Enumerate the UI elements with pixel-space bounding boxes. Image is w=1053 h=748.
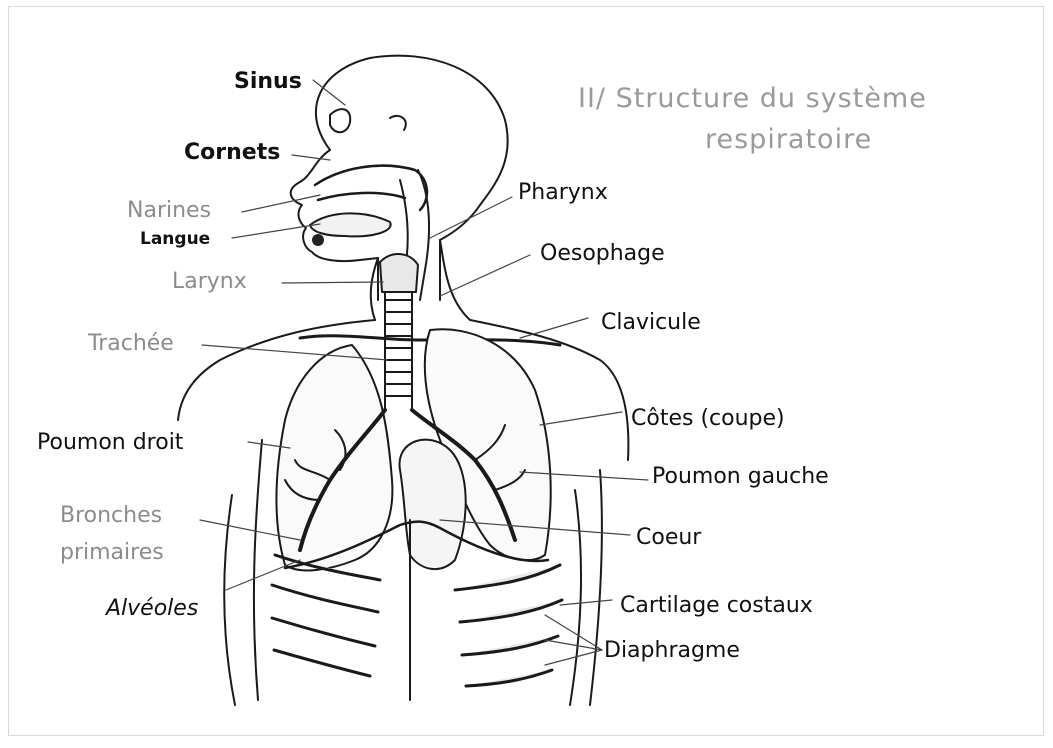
nasal-cavity <box>315 166 427 210</box>
neck-right <box>440 240 470 320</box>
label-bronches-line-2: primaires <box>60 542 164 564</box>
mouth-dot <box>312 234 324 246</box>
ribs-right <box>455 565 562 686</box>
diagram-title-line-1: II/ Structure du système <box>578 83 927 114</box>
left-arm <box>254 440 262 700</box>
label-langue: Langue <box>140 231 210 248</box>
label-oesophage: Oesophage <box>540 243 665 265</box>
label-trachee: Trachée <box>88 333 174 355</box>
label-diaphragme: Diaphragme <box>604 640 740 662</box>
label-alveoles: Alvéoles <box>106 598 198 620</box>
label-poumon-droit: Poumon droit <box>37 432 183 454</box>
label-clavicule: Clavicule <box>601 312 701 334</box>
label-cartilage: Cartilage costaux <box>620 595 813 617</box>
label-larynx: Larynx <box>172 271 247 293</box>
sinus-shape <box>330 109 406 132</box>
label-cornets: Cornets <box>184 142 280 164</box>
ribs-left <box>272 555 380 676</box>
larynx-shape <box>380 254 418 292</box>
label-bronches-line-1: Bronches <box>60 505 162 527</box>
trachea-rings <box>385 290 412 410</box>
tongue-shape <box>310 213 391 236</box>
right-flank <box>570 490 581 705</box>
right-arm <box>590 470 602 705</box>
neck-left <box>371 258 378 320</box>
label-poumon-gauche: Poumon gauche <box>652 466 829 488</box>
label-sinus: Sinus <box>234 71 302 93</box>
diagram-title-line-2: respiratoire <box>705 124 872 155</box>
label-narines: Narines <box>127 200 211 222</box>
label-cotes: Côtes (coupe) <box>631 408 785 430</box>
label-pharynx: Pharynx <box>518 182 608 204</box>
label-coeur: Coeur <box>636 527 701 549</box>
